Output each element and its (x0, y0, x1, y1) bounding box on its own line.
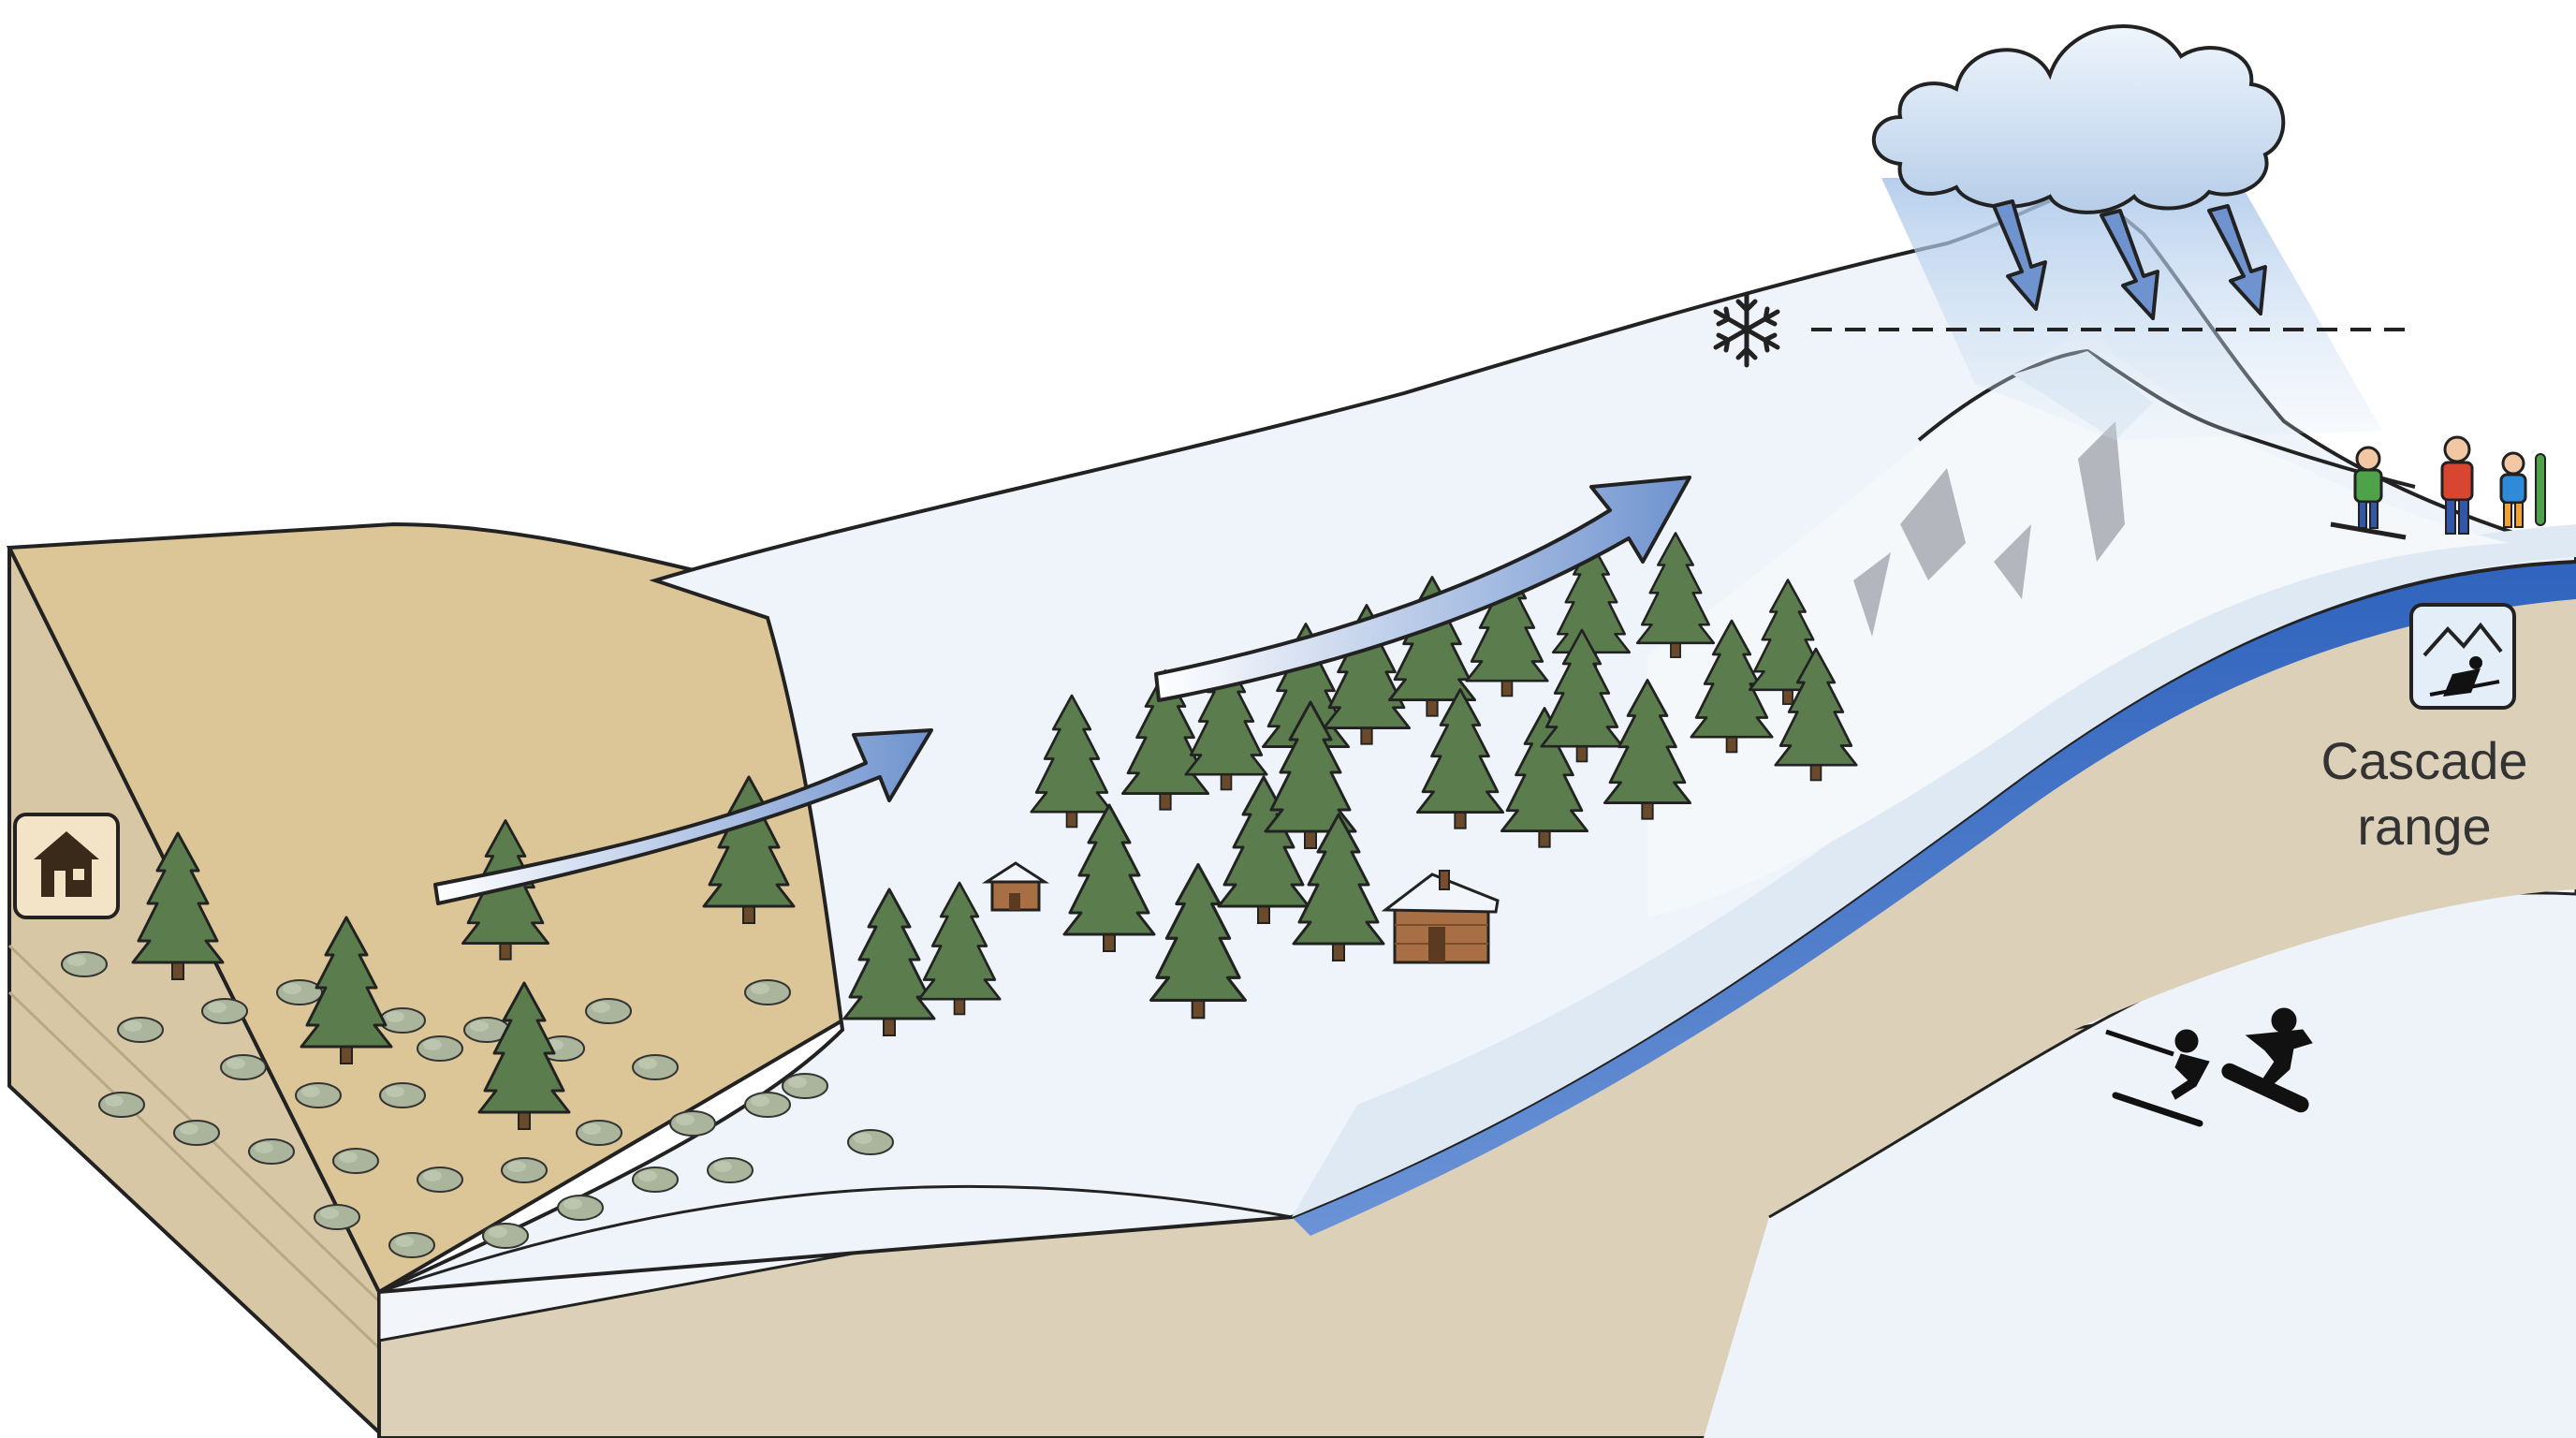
cross-section (1292, 557, 2576, 1264)
conifer-tree (1603, 679, 1692, 820)
sagebrush-shrub (201, 998, 248, 1024)
precipitation (1871, 24, 2382, 440)
snowboarder-silhouette-icon (2221, 1007, 2313, 1113)
sagebrush-shrub (220, 1054, 267, 1080)
skier-silhouette-icon (2105, 1029, 2210, 1127)
sagebrush-shrub (173, 1120, 220, 1146)
conifer-tree (1184, 656, 1268, 791)
sagebrush-shrub (295, 1082, 342, 1108)
sagebrush-shrub (632, 1054, 679, 1080)
sagebrush-shrub (98, 1092, 145, 1118)
conifer-tree (300, 916, 393, 1064)
sagebrush-shrub (744, 979, 791, 1005)
cabin-small (981, 861, 1050, 912)
ski-area-sign-icon (2422, 622, 2503, 697)
sagebrush-shrub (482, 1223, 529, 1249)
conifer-tree (1748, 579, 1828, 705)
sagebrush-group (61, 951, 894, 1258)
sagebrush-shrub (417, 1167, 463, 1193)
sagebrush-shrub (379, 1007, 426, 1034)
ski-area-sign (2409, 603, 2516, 710)
sagebrush-shrub (744, 1092, 791, 1118)
sagebrush-shrub (417, 1035, 463, 1062)
sagebrush-shrub (248, 1138, 295, 1165)
conifer-tree (1540, 628, 1624, 763)
sagebrush-shrub (847, 1129, 894, 1155)
sagebrush-shrub (332, 1148, 379, 1174)
conifer-tree (917, 881, 1002, 1016)
conifer-tree (1264, 700, 1357, 849)
summit-skiers (2330, 435, 2546, 540)
conifer-tree (1774, 647, 1858, 782)
region-label-line1: Cascade (2320, 731, 2527, 790)
sagebrush-shrub (117, 1017, 164, 1043)
conifer-tree (1149, 862, 1247, 1020)
conifer-tree (1635, 532, 1716, 658)
house-icon (34, 831, 99, 897)
conifer-tree (1415, 688, 1505, 829)
conifer-tree (1500, 707, 1589, 848)
sagebrush-shrub (501, 1157, 548, 1183)
conifer-tree (1120, 669, 1210, 811)
conifer-tree (1690, 619, 1774, 754)
sagebrush-shrub (314, 1204, 360, 1230)
sagebrush-shrub (557, 1195, 604, 1221)
sagebrush-shrub (585, 998, 632, 1024)
airflow-arrow-1 (433, 728, 933, 905)
sagebrush-shrub (707, 1157, 754, 1183)
snowflake-icon (1713, 291, 1780, 368)
sagebrush-shrub (388, 1232, 435, 1258)
precipitation-arrows (1992, 199, 2267, 320)
snow-cloud-icon (1871, 24, 2286, 214)
sagebrush-shrub (61, 951, 108, 977)
region-label-line2: range (2357, 797, 2491, 856)
conifer-tree (477, 981, 571, 1130)
conifer-tree (1292, 813, 1385, 961)
sagebrush-shrub (669, 1110, 716, 1137)
conifer-tree (842, 888, 936, 1036)
conifer-tree (131, 831, 225, 980)
conifer-tree (1030, 694, 1114, 829)
sagebrush-shrub (782, 1073, 828, 1099)
sagebrush-shrub (379, 1082, 426, 1108)
cabin-large (1381, 870, 1500, 964)
airflow-arrows (433, 476, 1691, 905)
airflow-arrow-2 (1154, 476, 1691, 702)
conifer-forest (131, 532, 1858, 1130)
sagebrush-shrub (576, 1120, 622, 1146)
conifer-tree (1062, 803, 1156, 952)
house-sign (13, 813, 120, 919)
sagebrush-shrub (632, 1167, 679, 1193)
conifer-tree (1465, 563, 1549, 697)
sagebrush-shrub (276, 979, 323, 1005)
